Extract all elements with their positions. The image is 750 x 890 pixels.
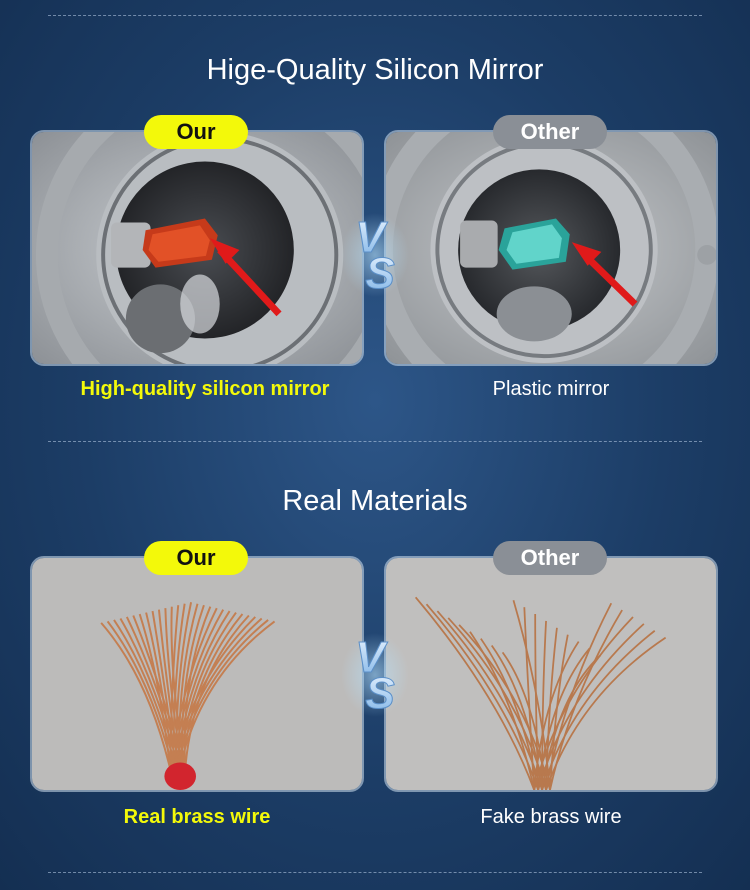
section-title-materials: Real Materials — [282, 485, 468, 517]
svg-text:V: V — [355, 213, 388, 262]
svg-text:S: S — [365, 669, 394, 718]
our-mirror-caption: High-quality silicon mirror — [80, 378, 330, 400]
middle-divider — [48, 441, 702, 442]
other-badge-2: Other — [493, 541, 607, 575]
vs-icon: V S — [340, 210, 410, 300]
red-arrow-icon — [217, 247, 282, 317]
our-mirror-photo — [30, 130, 364, 366]
svg-text:V: V — [355, 633, 388, 682]
red-arrow-icon — [581, 251, 638, 307]
other-mirror-caption: Plastic mirror — [492, 378, 610, 400]
other-badge: Other — [493, 115, 607, 149]
our-wire-photo — [30, 556, 364, 792]
our-badge-2: Our — [144, 541, 248, 575]
vs-icon-2: V S — [340, 630, 410, 720]
other-wire-photo — [384, 556, 718, 792]
section-title-mirror: Hige-Quality Silicon Mirror — [206, 54, 544, 86]
other-mirror-photo — [384, 130, 718, 366]
our-badge: Our — [144, 115, 248, 149]
our-wire-caption: Real brass wire — [123, 806, 271, 828]
bottom-divider — [48, 872, 702, 873]
svg-text:S: S — [365, 249, 394, 298]
other-wire-caption: Fake brass wire — [480, 806, 622, 828]
top-divider — [48, 15, 702, 16]
